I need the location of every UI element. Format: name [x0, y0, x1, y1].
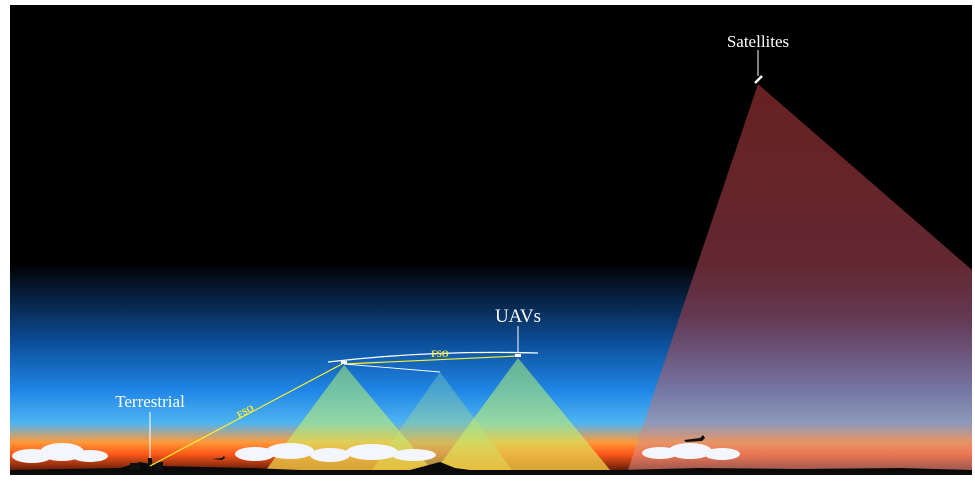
terrestrial-label: Terrestrial — [115, 392, 185, 411]
satellite-beam — [628, 84, 972, 470]
fso-air-label: FSO — [431, 349, 449, 359]
fso-ground-link — [149, 363, 343, 467]
airplane-icon — [212, 435, 705, 460]
tower-icon — [130, 458, 163, 470]
satellite-icon — [754, 75, 763, 84]
uav-icon — [341, 354, 521, 364]
fso-air-link — [343, 355, 519, 365]
ground-silhouette — [10, 462, 972, 475]
uav-arc-link — [327, 351, 539, 363]
uavs-label: UAVs — [495, 306, 541, 327]
uav-beam-right — [436, 358, 610, 470]
clouds — [12, 443, 740, 463]
satellites-label: Satellites — [727, 32, 789, 51]
uav-to-uav-link — [343, 363, 441, 373]
uav-beam-left — [266, 365, 432, 470]
